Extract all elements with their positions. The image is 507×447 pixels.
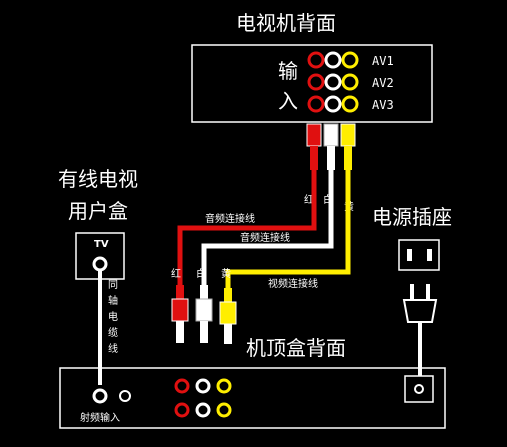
stb-white-color-label: 白 (196, 267, 206, 280)
stb-av-jacks (174, 378, 232, 418)
tv-panel (191, 44, 433, 123)
power-plug[interactable] (402, 299, 438, 323)
stb-row1-red-jack[interactable] (174, 378, 190, 394)
stb-power-inlet-pin (414, 384, 424, 394)
tv-av3-red-jack[interactable] (307, 95, 325, 113)
tv-input-label-bottom: 入 (278, 89, 298, 113)
cable-box-tv-jack[interactable] (92, 256, 108, 272)
stb-rf-label: 射频输入 (80, 411, 120, 424)
yellow-video-cable (225, 170, 351, 288)
stb-row1-yellow-jack[interactable] (216, 378, 232, 394)
tv-av-jacks (307, 51, 359, 113)
tv-av3-white-jack[interactable] (324, 95, 342, 113)
stb-power-inlet[interactable] (404, 375, 434, 403)
stb-panel (59, 367, 446, 429)
tv-av2-label: AV2 (372, 76, 394, 90)
power-socket-slot-right (427, 249, 432, 261)
tv-av3-label: AV3 (372, 98, 394, 112)
coax-label: 同 轴 电 缆 线 (108, 279, 118, 355)
cable-box-port-label: TV (94, 239, 109, 250)
power-socket-slot-left (407, 249, 412, 261)
cable-box-title-line2: 用户盒 (68, 199, 128, 223)
tv-av1-white-jack[interactable] (324, 51, 342, 69)
tv-plugs (306, 123, 356, 170)
stb-row2-white-jack[interactable] (195, 402, 211, 418)
red-audio-cable (177, 170, 317, 285)
audio-cable-label-2: 音频连接线 (240, 231, 290, 244)
stb-plugs (171, 285, 237, 344)
stb-yellow-color-label: 黄 (221, 267, 231, 280)
tv-title: 电视机背面 (236, 11, 336, 35)
plug-prong-right (426, 284, 430, 300)
tv-av1-label: AV1 (372, 54, 394, 68)
tv-red-color-label: 红 (304, 193, 314, 206)
coax-label-char-4: 缆 (108, 326, 118, 339)
stb-row2-red-jack[interactable] (174, 402, 190, 418)
tv-white-color-label: 白 (323, 193, 333, 206)
power-title: 电源插座 (372, 205, 452, 229)
coax-label-char-1: 同 (108, 279, 118, 291)
power-socket (398, 239, 440, 271)
stb-rf-jack[interactable] (92, 388, 108, 404)
tv-av2-yellow-jack[interactable] (341, 73, 359, 91)
tv-av3-yellow-jack[interactable] (341, 95, 359, 113)
video-cable-label: 视频连接线 (268, 277, 318, 290)
coax-label-char-2: 轴 (108, 294, 118, 307)
cable-box-title-line1: 有线电视 (58, 167, 138, 191)
coax-label-char-5: 线 (108, 342, 118, 355)
tv-av1-yellow-jack[interactable] (341, 51, 359, 69)
stb-row2-yellow-jack[interactable] (216, 402, 232, 418)
stb-red-color-label: 红 (171, 267, 181, 280)
audio-cable-label-1: 音频连接线 (205, 212, 255, 225)
tv-input-label-top: 输 (278, 59, 298, 83)
tv-av2-white-jack[interactable] (324, 73, 342, 91)
stb-title: 机顶盒背面 (246, 336, 346, 360)
tv-av2-red-jack[interactable] (307, 73, 325, 91)
stb-rf-out-jack[interactable] (119, 390, 131, 402)
plug-prong-left (410, 284, 414, 300)
white-audio-cable (201, 170, 334, 285)
tv-av1-red-jack[interactable] (307, 51, 325, 69)
coax-label-char-3: 电 (108, 310, 118, 323)
stb-row1-white-jack[interactable] (195, 378, 211, 394)
